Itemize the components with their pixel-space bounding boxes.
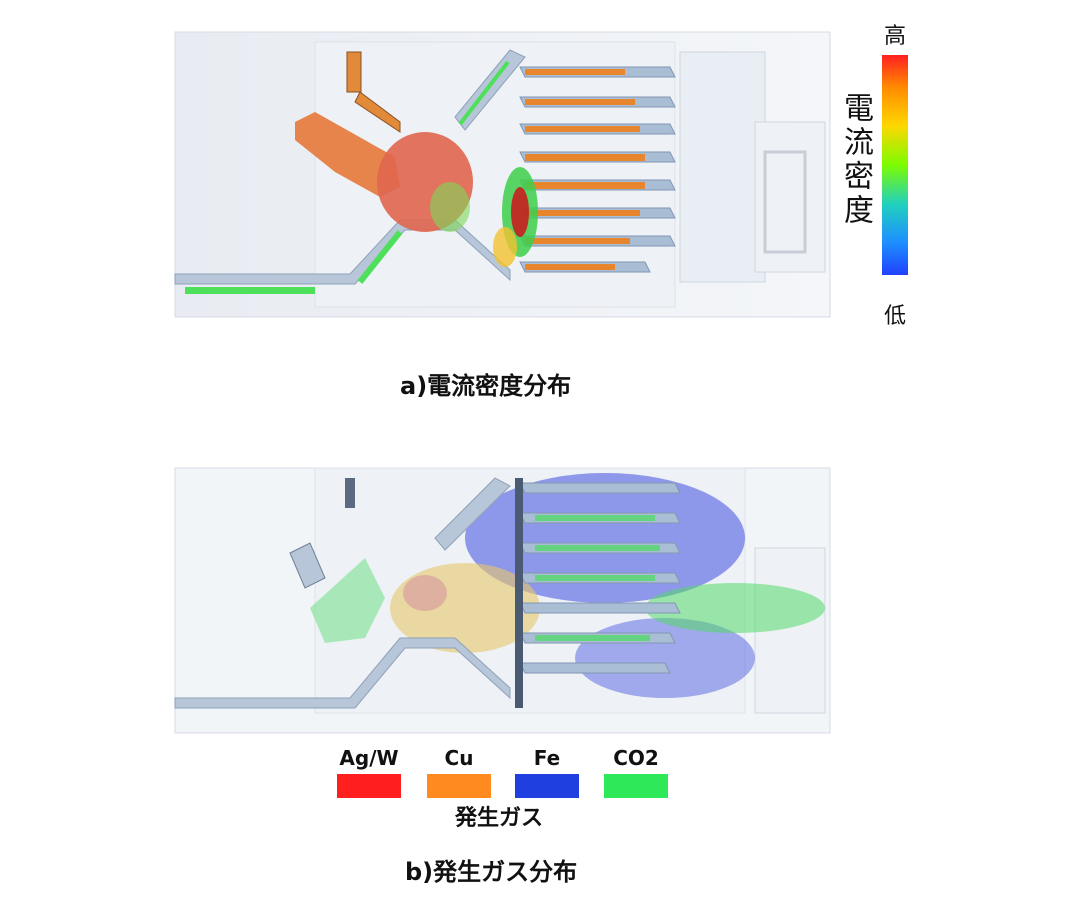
- legend-label: Ag/W: [339, 746, 399, 770]
- legend-item-ag-w: Ag/W: [336, 746, 402, 798]
- lower-runner-green: [185, 287, 315, 294]
- current-density-diagram: [174, 31, 831, 318]
- splitter-plates: [515, 478, 681, 708]
- legend-swatch: [604, 774, 668, 798]
- right-housing: [679, 51, 766, 283]
- upper-runner: [434, 477, 511, 551]
- legend-title: 発生ガス: [455, 806, 544, 831]
- fe-gas-cloud: [465, 473, 745, 603]
- co2-gas-cloud-left: [310, 558, 385, 643]
- colorbar: [882, 55, 908, 275]
- right-box: [754, 121, 826, 273]
- legend-label: CO2: [613, 746, 659, 770]
- colorbar-high-label: 高: [884, 24, 907, 49]
- lower-runner: [174, 637, 511, 709]
- panel-b-caption: b)発生ガス分布: [405, 858, 578, 886]
- colorbar-title: 電流密度: [838, 92, 873, 228]
- left-contact-plume: [295, 112, 400, 197]
- lower-runner: [174, 219, 511, 285]
- right-window: [763, 150, 807, 254]
- legend-item-fe: Fe: [514, 746, 580, 798]
- left-contact: [289, 542, 326, 589]
- legend-label: Fe: [533, 746, 561, 770]
- legend-swatch: [515, 774, 579, 798]
- legend-item-co2: CO2: [603, 746, 669, 798]
- gas-distribution-diagram: [174, 467, 831, 734]
- upper-arm: [346, 51, 362, 93]
- legend-swatch: [337, 774, 401, 798]
- legend-swatch: [427, 774, 491, 798]
- panel-a-caption: a)電流密度分布: [400, 372, 572, 400]
- legend-label: Cu: [444, 746, 474, 770]
- legend-item-cu: Cu: [426, 746, 492, 798]
- co2-gas-cloud-plume: [645, 583, 825, 633]
- colorbar-low-label: 低: [884, 304, 907, 329]
